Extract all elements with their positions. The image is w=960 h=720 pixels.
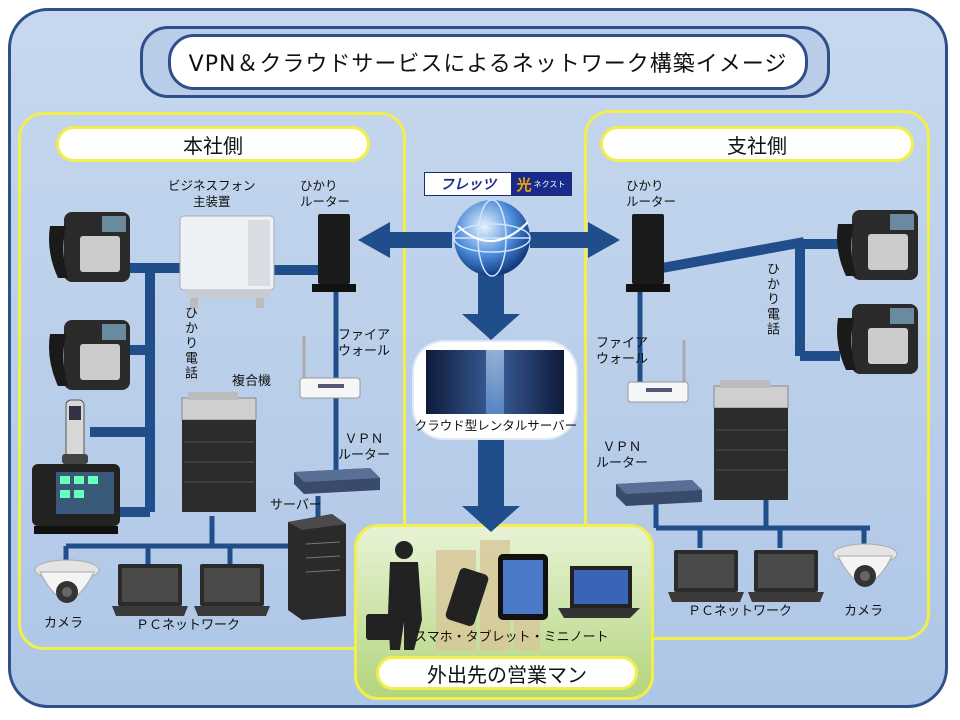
branch-router-label: ひかり ルーター xyxy=(626,178,677,209)
arrow-down-cloud xyxy=(462,270,520,340)
hq-vpn-label: ＶＰＮ ルーター xyxy=(338,432,391,464)
businessman-silhouette xyxy=(366,541,422,650)
vpn-router-icon xyxy=(294,468,380,494)
branch-label: 支社側 xyxy=(600,126,914,162)
firewall-icon xyxy=(627,340,689,403)
hq-camera-label: カメラ xyxy=(44,616,84,631)
firewall-icon xyxy=(299,336,361,399)
branch-firewall-label: ファイア ウォール xyxy=(596,336,649,368)
mfp-label: 複合機 xyxy=(232,374,272,389)
phone-line xyxy=(661,237,805,273)
headquarters-region xyxy=(18,112,406,650)
arrow-down-outside xyxy=(462,440,520,532)
flets-logo: フレッツ 光 ネクスト xyxy=(424,172,572,196)
cloud-label: クラウド型レンタルサーバー xyxy=(414,418,578,433)
router-icon xyxy=(312,214,356,292)
business-phone-icon xyxy=(837,210,918,280)
mini-notebook-icon xyxy=(558,566,640,618)
business-phone-icon xyxy=(49,212,130,282)
smartphone-icon xyxy=(445,567,489,627)
branch-hikari-phone-label: ひかり電話 xyxy=(764,262,779,337)
server-tower-icon xyxy=(288,514,346,620)
business-phone-icon xyxy=(49,320,130,390)
branch-pc-label: ＰＣネットワーク xyxy=(688,604,793,619)
server-label: サーバー xyxy=(270,498,322,513)
globe-icon xyxy=(453,199,531,277)
arrow-left xyxy=(358,222,452,258)
cordless-phone-icon xyxy=(62,399,88,464)
touchscreen-phone-icon xyxy=(32,464,120,534)
hq-pc-label: ＰＣネットワーク xyxy=(136,618,241,633)
headquarters-label: 本社側 xyxy=(56,126,370,162)
router-icon xyxy=(626,214,670,292)
dome-camera-icon xyxy=(832,543,898,587)
branch-camera-label: カメラ xyxy=(844,604,884,619)
hq-router-label: ひかり ルーター xyxy=(300,178,351,209)
branch-vpn-label: ＶＰＮ ルーター xyxy=(596,440,649,472)
branch-region xyxy=(584,110,930,640)
outside-scene xyxy=(366,540,640,650)
multifunction-printer-icon xyxy=(713,380,789,500)
laptop-icon xyxy=(668,550,744,602)
hq-hikari-phone-label: ひかり電話 xyxy=(182,306,197,381)
multifunction-printer-icon xyxy=(181,392,257,512)
laptop-icon xyxy=(194,564,270,616)
mobile-devices-label: スマホ・タブレット・ミニノート xyxy=(414,630,609,645)
business-phone-icon xyxy=(837,304,918,374)
hq-firewall-label: ファイア ウォール xyxy=(338,328,391,360)
tablet-icon xyxy=(498,554,548,620)
laptop-icon xyxy=(748,550,824,602)
laptop-icon xyxy=(112,564,188,616)
arrow-right xyxy=(530,222,620,258)
dome-camera-icon xyxy=(34,559,100,603)
diagram-title: VPN＆クラウドサービスによるネットワーク構築イメージ xyxy=(168,34,808,90)
pbx-unit-icon xyxy=(179,215,275,308)
outside-label: 外出先の営業マン xyxy=(376,656,638,690)
vpn-router-icon xyxy=(616,480,702,506)
pbx-label: ビジネスフォン 主装置 xyxy=(168,178,256,209)
datacenter-image xyxy=(426,350,564,414)
